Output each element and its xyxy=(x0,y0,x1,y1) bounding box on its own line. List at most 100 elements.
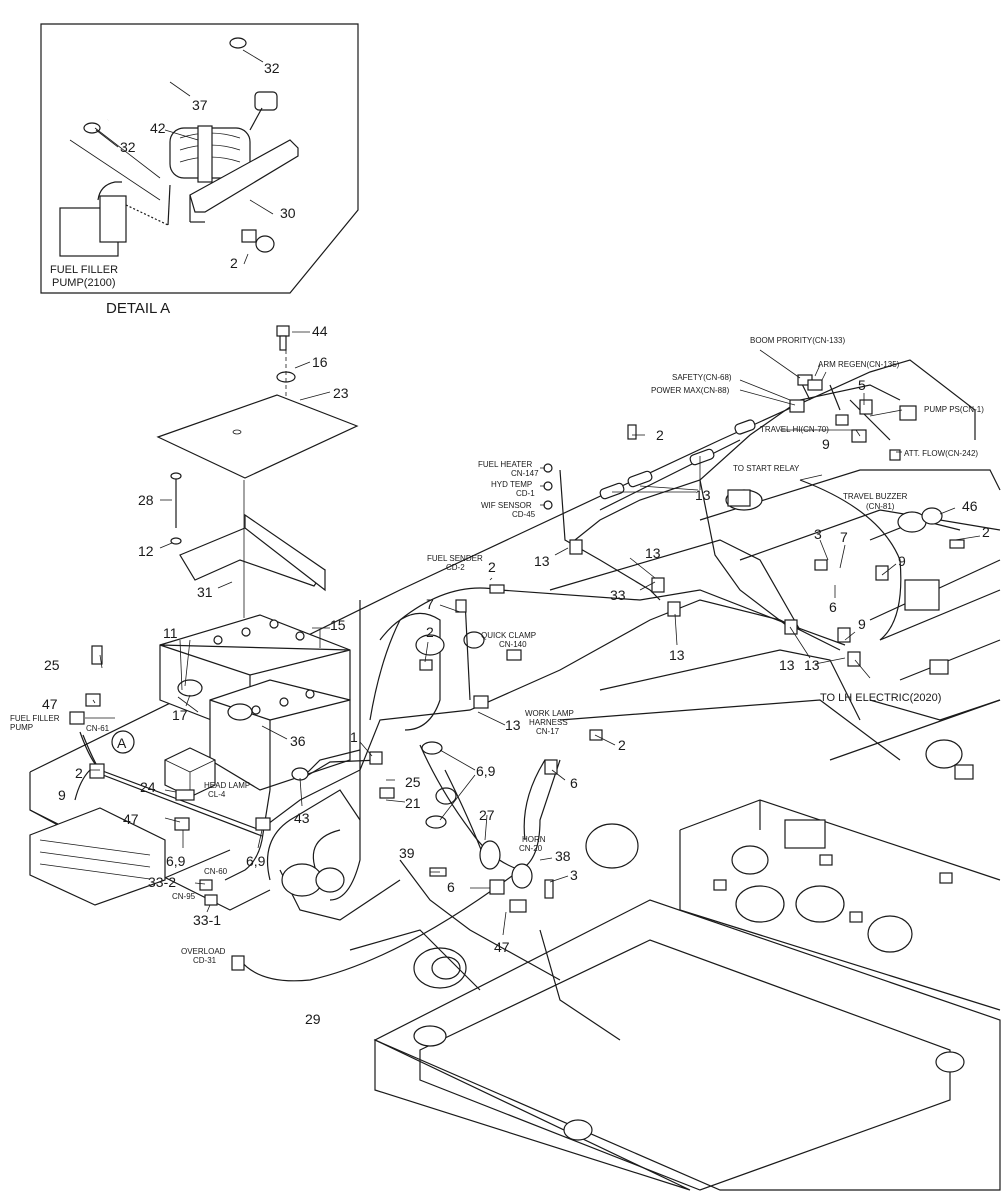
callout-2b: 2 xyxy=(618,737,626,753)
label-head-lamp-2: CL-4 xyxy=(208,790,226,799)
label-work-lamp-3: CN-17 xyxy=(536,727,560,736)
callout-11: 11 xyxy=(163,625,178,641)
callout-21: 21 xyxy=(405,795,421,811)
label-work-lamp-1: WORK LAMP xyxy=(525,709,574,718)
fuel-filler-pump-label-line2: PUMP(2100) xyxy=(52,277,116,289)
connector-labels: BOOM PRORITY(CN-133) ARM REGEN(CN-135) S… xyxy=(10,336,984,965)
callout-13d: 13 xyxy=(669,647,685,663)
label-overload-1: OVERLOAD xyxy=(181,947,226,956)
callout-43: 43 xyxy=(294,810,310,826)
label-pump-ps: PUMP PS(CN-1) xyxy=(924,405,984,414)
callout-30: 30 xyxy=(280,205,296,221)
callout-2e: 2 xyxy=(656,427,664,443)
callout-2f: 2 xyxy=(982,524,990,540)
callout-12: 12 xyxy=(138,543,154,559)
callout-25a: 25 xyxy=(44,657,60,673)
label-quick-clamp-1: QUICK CLAMP xyxy=(481,631,536,640)
callout-29: 29 xyxy=(305,1011,321,1027)
callout-32-top: 32 xyxy=(264,60,280,76)
label-overload-2: CD-31 xyxy=(193,956,217,965)
callout-44: 44 xyxy=(312,323,328,339)
label-cn61: CN-61 xyxy=(86,724,110,733)
callout-33-2: 33-2 xyxy=(148,874,176,890)
label-cn60: CN-60 xyxy=(204,867,228,876)
callout-6-9b: 6,9 xyxy=(246,853,266,869)
callout-16: 16 xyxy=(312,354,328,370)
label-safety: SAFETY(CN-68) xyxy=(672,373,732,382)
callout-numbers: 44 16 23 28 12 31 15 11 25 47 17 2 9 24 … xyxy=(42,323,990,1027)
callout-42: 42 xyxy=(150,120,166,136)
callout-33-1: 33-1 xyxy=(193,912,221,928)
label-fuel-sender-2: CD-2 xyxy=(446,563,465,572)
callout-6b: 6 xyxy=(570,775,578,791)
label-horn-1: HORN xyxy=(522,835,546,844)
callout-2c: 2 xyxy=(488,559,496,575)
callout-9c: 9 xyxy=(898,553,906,569)
callout-33: 33 xyxy=(610,587,626,603)
callout-13b: 13 xyxy=(534,553,550,569)
callout-6-9a: 6,9 xyxy=(166,853,186,869)
label-fuel-heater-2: CN-147 xyxy=(511,469,539,478)
callout-3a: 3 xyxy=(570,867,578,883)
label-travel-hi: TRAVEL HI(CN-70) xyxy=(760,425,829,434)
label-fuel-filler-pump-1: FUEL FILLER xyxy=(10,714,60,723)
fuel-filler-pump-label-line1: FUEL FILLER xyxy=(50,264,118,276)
label-to-start-relay: TO START RELAY xyxy=(733,464,800,473)
label-cn95: CN-95 xyxy=(172,892,196,901)
label-arm-regen: ARM REGEN(CN-135) xyxy=(818,360,900,369)
label-head-lamp-1: HEAD LAMP xyxy=(204,781,250,790)
clamps xyxy=(69,424,965,971)
label-hyd-temp-2: CD-1 xyxy=(516,489,535,498)
callout-25b: 25 xyxy=(405,774,421,790)
label-quick-clamp-2: CN-140 xyxy=(499,640,527,649)
callout-1: 1 xyxy=(350,729,358,745)
callout-2a: 2 xyxy=(75,765,83,781)
callout-13c: 13 xyxy=(645,545,661,561)
callout-13a: 13 xyxy=(505,717,521,733)
callout-6-9c: 6,9 xyxy=(476,763,496,779)
callout-6c: 6 xyxy=(829,599,837,615)
callout-2-detail: 2 xyxy=(230,255,238,271)
relay-box xyxy=(164,747,216,798)
callout-36: 36 xyxy=(290,733,306,749)
callout-23: 23 xyxy=(333,385,349,401)
callout-47c: 47 xyxy=(494,939,510,955)
callout-7b: 7 xyxy=(840,529,848,545)
label-att-flow: ATT. FLOW(CN-242) xyxy=(904,449,978,458)
callout-9b: 9 xyxy=(822,436,830,452)
label-travel-buzzer-1: TRAVEL BUZZER xyxy=(843,492,908,501)
callout-47a: 47 xyxy=(42,696,58,712)
callout-13g: 13 xyxy=(804,657,820,673)
callout-9a: 9 xyxy=(58,787,66,803)
callout-27: 27 xyxy=(479,807,495,823)
callout-7a: 7 xyxy=(426,596,434,612)
callout-39: 39 xyxy=(399,845,415,861)
callout-28: 28 xyxy=(138,492,154,508)
callout-46: 46 xyxy=(962,498,978,514)
callout-32-left: 32 xyxy=(120,139,136,155)
callout-24: 24 xyxy=(140,779,156,795)
label-work-lamp-2: HARNESS xyxy=(529,718,568,727)
hydraulic-lines xyxy=(455,374,943,661)
label-horn-2: CN-20 xyxy=(519,844,543,853)
label-wif-sensor-2: CD-45 xyxy=(512,510,536,519)
callout-37: 37 xyxy=(192,97,208,113)
label-wif-sensor-1: WIF SENSOR xyxy=(481,501,532,510)
label-to-lh-electric: TO LH ELECTRIC(2020) xyxy=(820,692,941,704)
callout-6a: 6 xyxy=(447,879,455,895)
label-fuel-filler-pump-2: PUMP xyxy=(10,723,33,732)
callout-17: 17 xyxy=(172,707,188,723)
callout-13e: 13 xyxy=(695,487,711,503)
label-fuel-heater-1: FUEL HEATER xyxy=(478,460,532,469)
callout-2d: 2 xyxy=(426,624,434,640)
detail-a-panel: 32 37 32 42 30 2 FUEL FILLER PUMP(2100) xyxy=(40,23,359,294)
battery-cover-assembly xyxy=(156,325,359,791)
callout-31: 31 xyxy=(197,584,213,600)
callout-38: 38 xyxy=(555,848,571,864)
callout-13f: 13 xyxy=(779,657,795,673)
label-travel-buzzer-2: (CN-81) xyxy=(866,502,895,511)
detail-a-marker: A xyxy=(117,735,127,751)
detail-a-title: DETAIL A xyxy=(106,300,170,317)
label-fuel-sender-1: FUEL SENDER xyxy=(427,554,483,563)
